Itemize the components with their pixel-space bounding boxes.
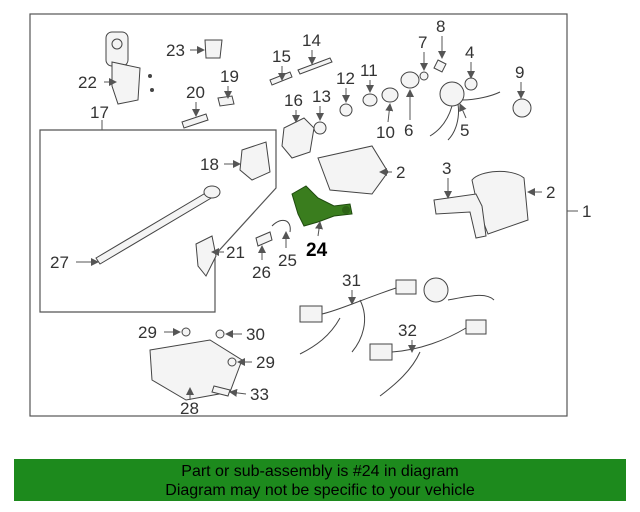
part-22-lock-housing: [105, 31, 154, 105]
diagram-note-banner: Part or sub-assembly is #24 in diagram D…: [14, 459, 626, 501]
callout-22: 22: [78, 73, 97, 92]
part-3: [433, 193, 487, 239]
part-4: [464, 77, 478, 91]
part-16: [281, 117, 315, 159]
part-11: [362, 93, 378, 107]
callout-17: 17: [90, 103, 109, 122]
callout-21: 21: [226, 243, 245, 262]
callout-23: 23: [166, 41, 185, 60]
part-20: [181, 113, 209, 129]
part-13: [313, 121, 327, 135]
callout-27: 27: [50, 253, 69, 272]
callout-29-lower: 29: [256, 353, 275, 372]
diagram-svg: 1 2 2 3 4 5 6 7 8 9 10 11 12 13 14 15 16…: [29, 13, 591, 418]
callout-29-upper: 29: [138, 323, 157, 342]
part-25: [271, 219, 291, 233]
part-12: [339, 103, 353, 117]
diagram-frame: [29, 13, 568, 417]
part-18: [239, 141, 271, 181]
callout-18: 18: [200, 155, 219, 174]
callout-30: 30: [246, 325, 265, 344]
callout-14: 14: [302, 31, 321, 50]
part-19: [217, 95, 235, 107]
callout-25: 25: [278, 251, 297, 270]
callout-3: 3: [442, 159, 451, 178]
callout-28: 28: [180, 399, 199, 418]
callout-9: 9: [515, 63, 524, 82]
callout-2-upper: 2: [546, 183, 555, 202]
callout-12: 12: [336, 69, 355, 88]
part-32-harness: [369, 277, 495, 397]
part-6: [400, 71, 420, 89]
callout-19: 19: [220, 67, 239, 86]
callout-8: 8: [436, 17, 445, 36]
callout-26: 26: [252, 263, 271, 282]
callout-11: 11: [360, 61, 378, 80]
part-24-switch-highlighted: [291, 185, 353, 227]
callout-10: 10: [376, 123, 395, 142]
part-29-lower: [227, 357, 237, 367]
callout-13: 13: [312, 87, 331, 106]
part-30: [215, 329, 225, 339]
part-23: [204, 39, 223, 59]
part-8: [433, 59, 447, 73]
note-line-2: Diagram may not be specific to your vehi…: [165, 482, 475, 499]
callout-7: 7: [418, 33, 427, 52]
callout-32: 32: [398, 321, 417, 340]
callout-6: 6: [404, 121, 413, 140]
callout-15: 15: [272, 47, 291, 66]
callout-1: 1: [582, 202, 591, 221]
part-5-coil-assembly: [429, 81, 501, 141]
part-7: [419, 71, 429, 81]
callout-31: 31: [342, 271, 361, 290]
part-2-upper-shroud: [471, 171, 529, 235]
callout-4: 4: [465, 43, 474, 62]
callout-24-highlighted: 24: [306, 240, 328, 261]
callout-16: 16: [284, 91, 303, 110]
part-31-harness: [299, 279, 417, 355]
callout-5: 5: [460, 121, 469, 140]
part-33: [211, 385, 231, 397]
part-26: [255, 231, 273, 247]
part-29-upper: [181, 327, 191, 337]
callout-2-lower: 2: [396, 163, 405, 182]
part-2-lower-shroud: [317, 145, 389, 195]
part-9: [512, 98, 532, 118]
part-10: [381, 87, 399, 103]
callout-33: 33: [250, 385, 269, 404]
part-14: [297, 57, 333, 75]
part-21: [195, 235, 217, 277]
callout-20: 20: [186, 83, 205, 102]
parts-diagram: 1 2 2 3 4 5 6 7 8 9 10 11 12 13 14 15 16…: [29, 13, 591, 418]
part-15: [269, 71, 293, 86]
note-line-1: Part or sub-assembly is #24 in diagram: [181, 463, 459, 480]
